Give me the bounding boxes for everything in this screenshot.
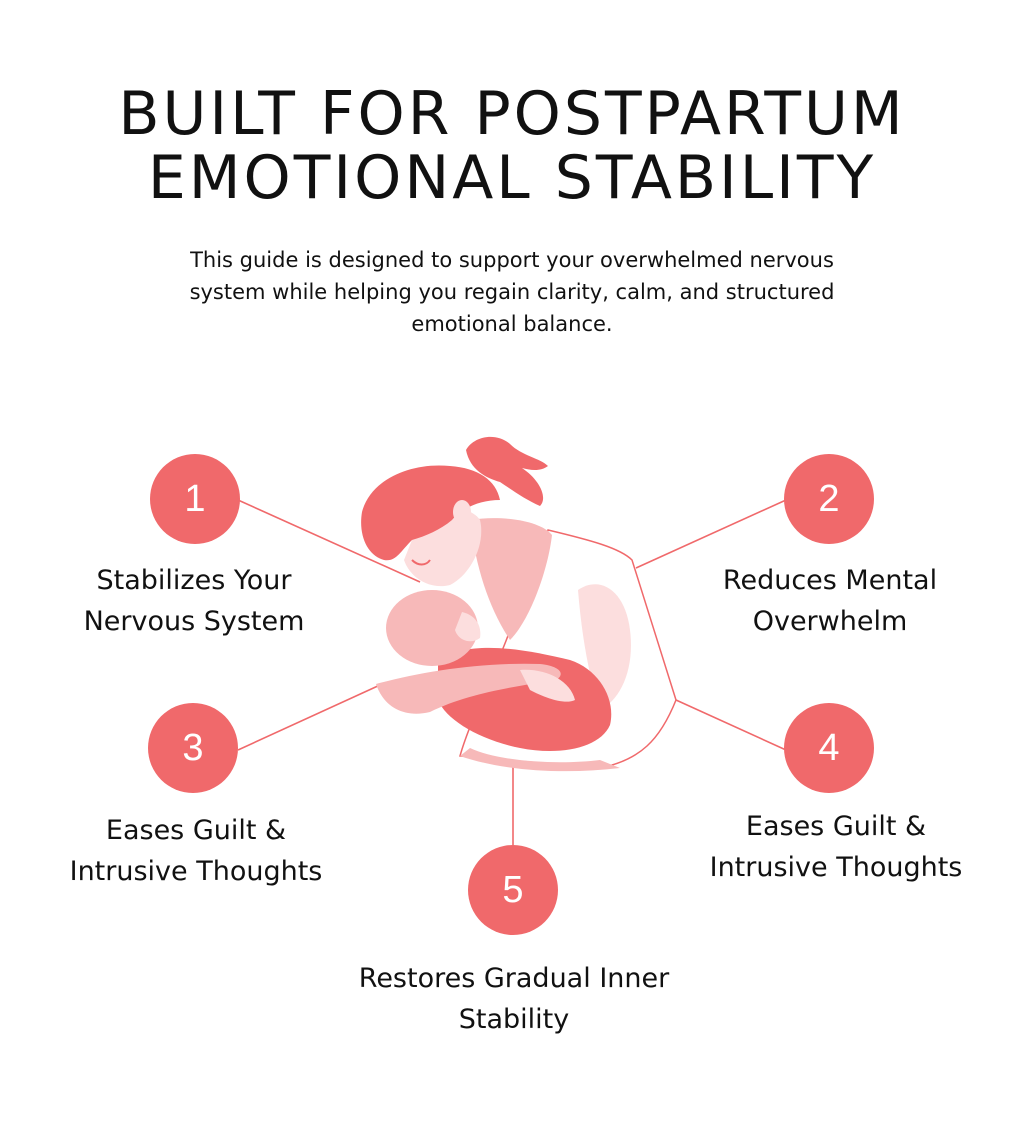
point-3-label-line-1: Eases Guilt & <box>105 815 287 846</box>
mother-hand <box>520 669 575 702</box>
point-3-label: Eases Guilt & Intrusive Thoughts <box>26 810 366 892</box>
point-4-label-line-1: Eases Guilt & <box>745 811 927 842</box>
point-5-label-line-1: Restores Gradual Inner <box>358 963 670 994</box>
lower-body <box>460 748 620 772</box>
point-5-label-line-2: Stability <box>458 1004 570 1035</box>
point-4-label: Eases Guilt & Intrusive Thoughts <box>666 806 1006 888</box>
connector-2 <box>635 499 787 569</box>
subtitle: This guide is designed to support your o… <box>189 248 835 336</box>
point-1-badge: 1 <box>150 454 240 544</box>
mother-hair-bun <box>466 436 548 506</box>
baby-head <box>386 590 478 666</box>
point-2-badge: 2 <box>784 454 874 544</box>
baby-face <box>455 612 481 642</box>
point-4-badge: 4 <box>784 703 874 793</box>
point-2-label-line-1: Reduces Mental <box>722 565 938 596</box>
title-line-1: BUILT FOR POSTPARTUM <box>118 79 906 149</box>
mother-hair <box>361 465 500 561</box>
connector-3 <box>237 684 381 751</box>
point-4-label-line-2: Intrusive Thoughts <box>709 852 963 883</box>
point-5-badge: 5 <box>468 845 558 935</box>
mother-holding-baby-illustration <box>361 436 677 772</box>
point-2-label-line-2: Overwhelm <box>752 606 908 637</box>
mother-neck <box>470 518 552 640</box>
point-2-label: Reduces Mental Overwhelm <box>670 560 990 642</box>
mother-closed-eye <box>411 559 431 566</box>
connector-lines <box>237 499 787 845</box>
mother-front-arm <box>376 663 561 714</box>
point-1-label: Stabilizes Your Nervous System <box>34 560 354 642</box>
point-5-label: Restores Gradual Inner Stability <box>304 958 724 1040</box>
mother-ear <box>453 500 471 524</box>
connector-4 <box>675 699 787 751</box>
connector-1 <box>237 499 421 583</box>
point-1-label-line-2: Nervous System <box>83 606 305 637</box>
point-3-label-line-2: Intrusive Thoughts <box>69 856 323 887</box>
title-line-2: EMOTIONAL STABILITY <box>147 143 877 213</box>
point-1-label-line-1: Stabilizes Your <box>96 565 292 596</box>
page-title: BUILT FOR POSTPARTUM EMOTIONAL STABILITY <box>0 82 1024 210</box>
point-3-badge: 3 <box>148 703 238 793</box>
